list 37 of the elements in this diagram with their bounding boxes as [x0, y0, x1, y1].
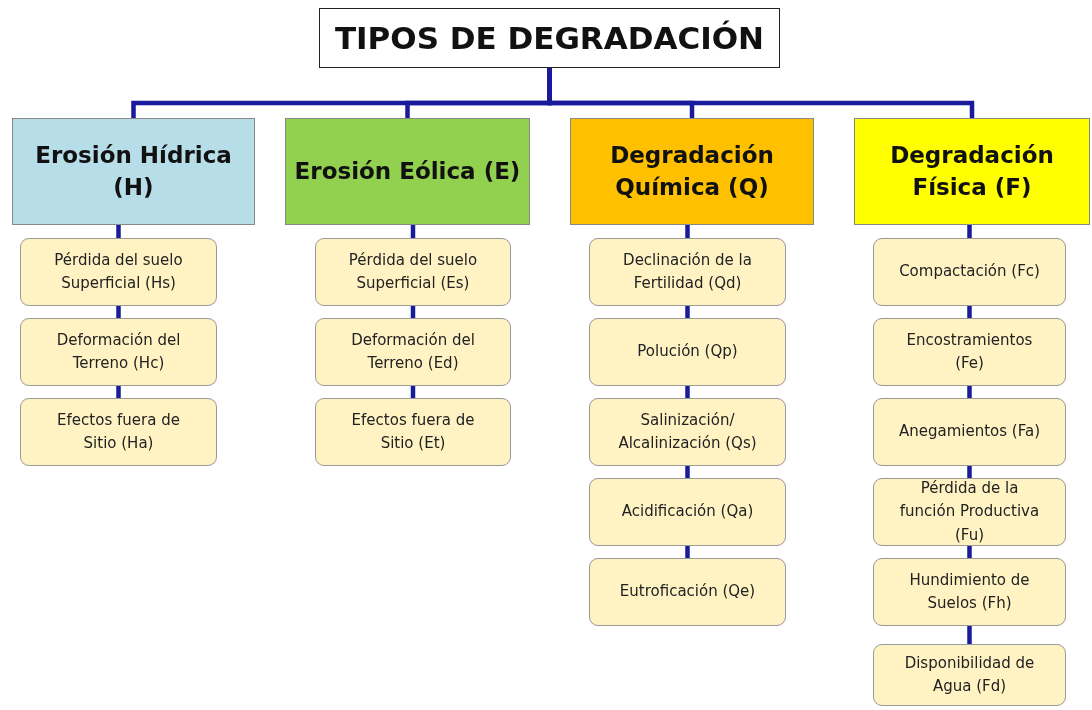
- connector-line: [547, 68, 975, 118]
- connector-line: [685, 386, 690, 398]
- subcategory-box: Anegamientos (Fa): [873, 398, 1066, 466]
- subcategory-box: Pérdida del suelo Superficial (Es): [315, 238, 511, 306]
- connector-line: [967, 546, 972, 558]
- subcategory-box: Disponibilidad de Agua (Fd): [873, 644, 1066, 706]
- subcategory-box: Pérdida del suelo Superficial (Hs): [20, 238, 217, 306]
- subcategory-box: Efectos fuera de Sitio (Ha): [20, 398, 217, 466]
- subcategory-box: Deformación del Terreno (Hc): [20, 318, 217, 386]
- subcategory-box: Declinación de la Fertilidad (Qd): [589, 238, 786, 306]
- connector-line: [967, 306, 972, 318]
- connector-line: [967, 225, 972, 238]
- subcategory-box: Hundimiento de Suelos (Fh): [873, 558, 1066, 626]
- connector-line: [685, 466, 690, 478]
- connector-line: [685, 546, 690, 558]
- connector-line: [685, 306, 690, 318]
- subcategory-box: Polución (Qp): [589, 318, 786, 386]
- title-box: TIPOS DE DEGRADACIÓN: [319, 8, 780, 68]
- category-box: Degradación Química (Q): [570, 118, 814, 225]
- connector-line: [967, 466, 972, 478]
- subcategory-box: Pérdida de la función Productiva (Fu): [873, 478, 1066, 546]
- subcategory-box: Eutroficación (Qe): [589, 558, 786, 626]
- category-box: Erosión Hídrica (H): [12, 118, 255, 225]
- subcategory-box: Compactación (Fc): [873, 238, 1066, 306]
- subcategory-box: Efectos fuera de Sitio (Et): [315, 398, 511, 466]
- category-box: Erosión Eólica (E): [285, 118, 530, 225]
- subcategory-box: Encostramientos (Fe): [873, 318, 1066, 386]
- subcategory-box: Deformación del Terreno (Ed): [315, 318, 511, 386]
- subcategory-box: Salinización/ Alcalinización (Qs): [589, 398, 786, 466]
- connector-line: [116, 306, 121, 318]
- connector-line: [685, 225, 690, 238]
- subcategory-box: Acidificación (Qa): [589, 478, 786, 546]
- category-box: Degradación Física (F): [854, 118, 1090, 225]
- connector-line: [967, 626, 972, 644]
- connector-line: [967, 386, 972, 398]
- connector-line: [116, 225, 121, 238]
- connector-line: [116, 386, 121, 398]
